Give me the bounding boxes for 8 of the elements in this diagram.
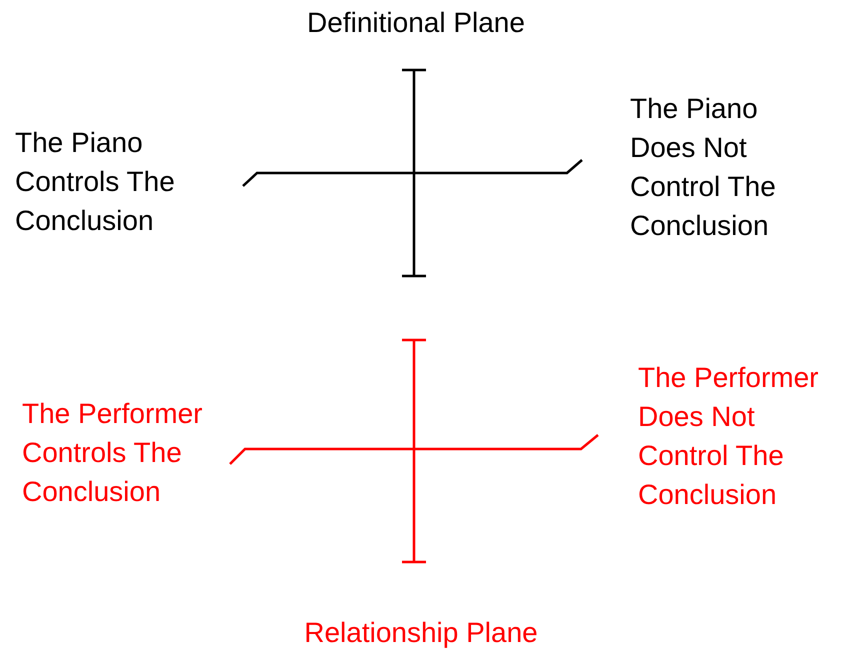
node-label: The Performer Controls The Conclusion xyxy=(22,397,204,509)
node-label: The Performer Does Not Control The Conclusion xyxy=(638,361,820,512)
connector-line xyxy=(229,434,599,465)
plane-title: Definitional Plane xyxy=(306,6,526,40)
node-label: The Piano Controls The Conclusion xyxy=(15,126,176,238)
connector-line xyxy=(242,159,583,187)
node-label: The Piano Does Not Control The Conclusion xyxy=(630,92,777,243)
plane-title: Relationship Plane xyxy=(303,616,539,650)
